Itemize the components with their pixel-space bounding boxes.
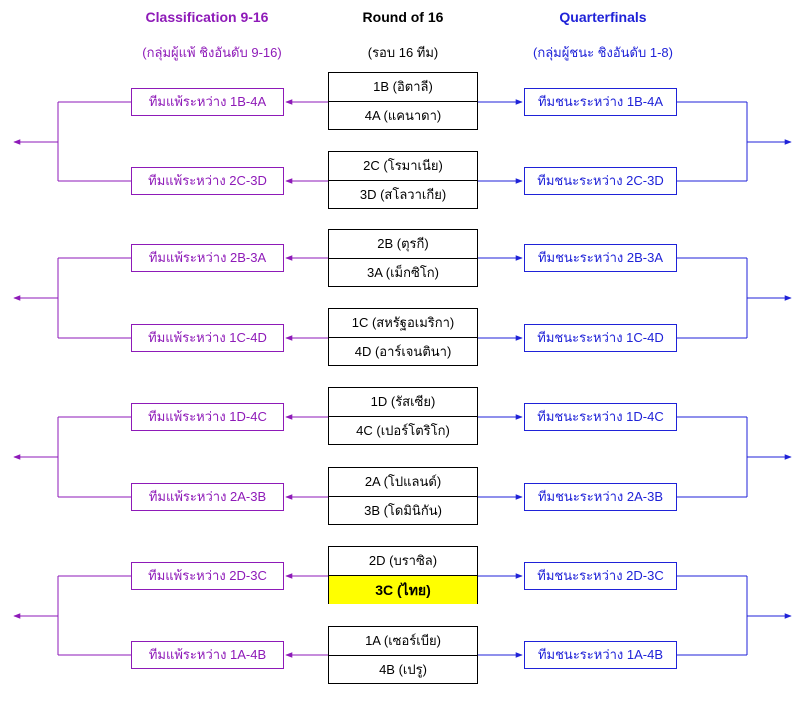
match-5: 1D (รัสเซีย) 4C (เปอร์โตริโก) <box>328 387 478 445</box>
left-subtitle: (กลุ่มผู้แพ้ ชิงอันดับ 9-16) <box>142 45 282 60</box>
winner-box: ทีมชนะระหว่าง 1B-4A <box>524 88 677 116</box>
team-b: 4B (เปรู) <box>379 662 427 677</box>
team-a: 2C (โรมาเนีย) <box>329 152 477 181</box>
match-7: 2D (บราซิล) 3C (ไทย) <box>328 546 478 604</box>
match-3: 2B (ตุรกี) 3A (เม็กซิโก) <box>328 229 478 287</box>
loser-box: ทีมแพ้ระหว่าง 2A-3B <box>131 483 284 511</box>
center-subtitle: (รอบ 16 ทีม) <box>367 45 439 60</box>
match-1: 1B (อิตาลี) 4A (แคนาดา) <box>328 72 478 130</box>
team-b: 3B (โดมินิกัน) <box>364 503 442 518</box>
team-a: 1A (เซอร์เบีย) <box>329 627 477 656</box>
loser-box: ทีมแพ้ระหว่าง 2B-3A <box>131 244 284 272</box>
team-b: 3D (สโลวาเกีย) <box>359 187 447 202</box>
team-b: 3A (เม็กซิโก) <box>366 265 439 280</box>
team-b: 4A (แคนาดา) <box>364 108 442 123</box>
loser-box: ทีมแพ้ระหว่าง 1B-4A <box>131 88 284 116</box>
right-title: Quarterfinals <box>559 9 647 25</box>
winner-box: ทีมชนะระหว่าง 2D-3C <box>524 562 677 590</box>
winner-box: ทีมชนะระหว่าง 2C-3D <box>524 167 677 195</box>
center-title: Round of 16 <box>362 9 444 25</box>
team-a: 2B (ตุรกี) <box>329 230 477 259</box>
left-title: Classification 9-16 <box>145 9 269 25</box>
match-4: 1C (สหรัฐอเมริกา) 4D (อาร์เจนตินา) <box>328 308 478 366</box>
loser-box: ทีมแพ้ระหว่าง 2C-3D <box>131 167 284 195</box>
winner-box: ทีมชนะระหว่าง 1D-4C <box>524 403 677 431</box>
winner-box: ทีมชนะระหว่าง 1C-4D <box>524 324 677 352</box>
loser-box: ทีมแพ้ระหว่าง 2D-3C <box>131 562 284 590</box>
winner-box: ทีมชนะระหว่าง 2A-3B <box>524 483 677 511</box>
team-a: 2A (โปแลนด์) <box>329 468 477 497</box>
loser-box: ทีมแพ้ระหว่าง 1A-4B <box>131 641 284 669</box>
team-a: 2D (บราซิล) <box>329 547 477 576</box>
loser-box: ทีมแพ้ระหว่าง 1D-4C <box>131 403 284 431</box>
match-2: 2C (โรมาเนีย) 3D (สโลวาเกีย) <box>328 151 478 209</box>
team-a: 1C (สหรัฐอเมริกา) <box>329 309 477 338</box>
team-b: 4C (เปอร์โตริโก) <box>356 423 450 438</box>
loser-box: ทีมแพ้ระหว่าง 1C-4D <box>131 324 284 352</box>
team-b: 4D (อาร์เจนตินา) <box>354 344 452 359</box>
team-a: 1D (รัสเซีย) <box>329 388 477 417</box>
right-subtitle: (กลุ่มผู้ชนะ ชิงอันดับ 1-8) <box>533 45 673 60</box>
team-b-highlighted: 3C (ไทย) <box>329 576 477 604</box>
winner-box: ทีมชนะระหว่าง 1A-4B <box>524 641 677 669</box>
winner-box: ทีมชนะระหว่าง 2B-3A <box>524 244 677 272</box>
match-8: 1A (เซอร์เบีย) 4B (เปรู) <box>328 626 478 684</box>
team-a: 1B (อิตาลี) <box>329 73 477 102</box>
match-6: 2A (โปแลนด์) 3B (โดมินิกัน) <box>328 467 478 525</box>
